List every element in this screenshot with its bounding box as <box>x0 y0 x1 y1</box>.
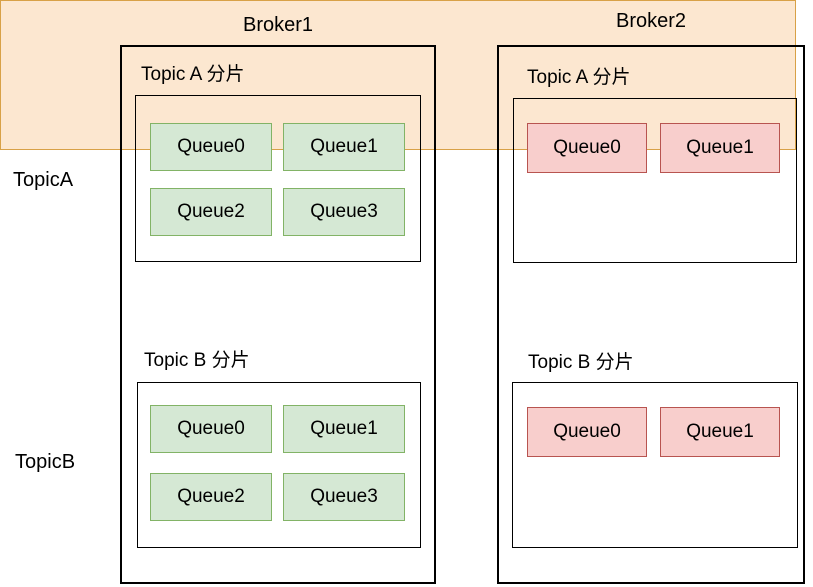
queue-box: Queue1 <box>660 123 780 173</box>
topic-a-band-label: TopicA <box>13 169 74 191</box>
broker1-box <box>120 45 436 584</box>
queue-box: Queue3 <box>283 473 405 521</box>
broker1-topic-a-label: Topic A 分片 <box>141 64 245 85</box>
queue-box: Queue0 <box>527 123 647 173</box>
queue-box: Queue3 <box>283 188 405 236</box>
broker2-title: Broker2 <box>615 10 687 32</box>
broker2-topic-a-label: Topic A 分片 <box>527 67 631 88</box>
broker1-topic-b-label: Topic B 分片 <box>144 350 250 371</box>
broker2-topic-b-label: Topic B 分片 <box>528 352 634 373</box>
broker2-topic-b-shard-box <box>512 382 798 548</box>
queue-box: Queue0 <box>150 123 272 171</box>
queue-box: Queue2 <box>150 188 272 236</box>
queue-box: Queue1 <box>283 123 405 171</box>
broker1-topic-b-shard-box <box>137 382 421 548</box>
queue-box: Queue0 <box>527 407 647 457</box>
queue-box: Queue1 <box>283 405 405 453</box>
broker2-box <box>497 45 805 584</box>
queue-box: Queue1 <box>660 407 780 457</box>
broker1-topic-a-shard-box <box>135 95 421 262</box>
topic-b-band-label: TopicB <box>15 451 76 473</box>
broker2-topic-a-shard-box <box>513 98 797 263</box>
queue-box: Queue0 <box>150 405 272 453</box>
broker1-title: Broker1 <box>242 14 314 36</box>
queue-box: Queue2 <box>150 473 272 521</box>
